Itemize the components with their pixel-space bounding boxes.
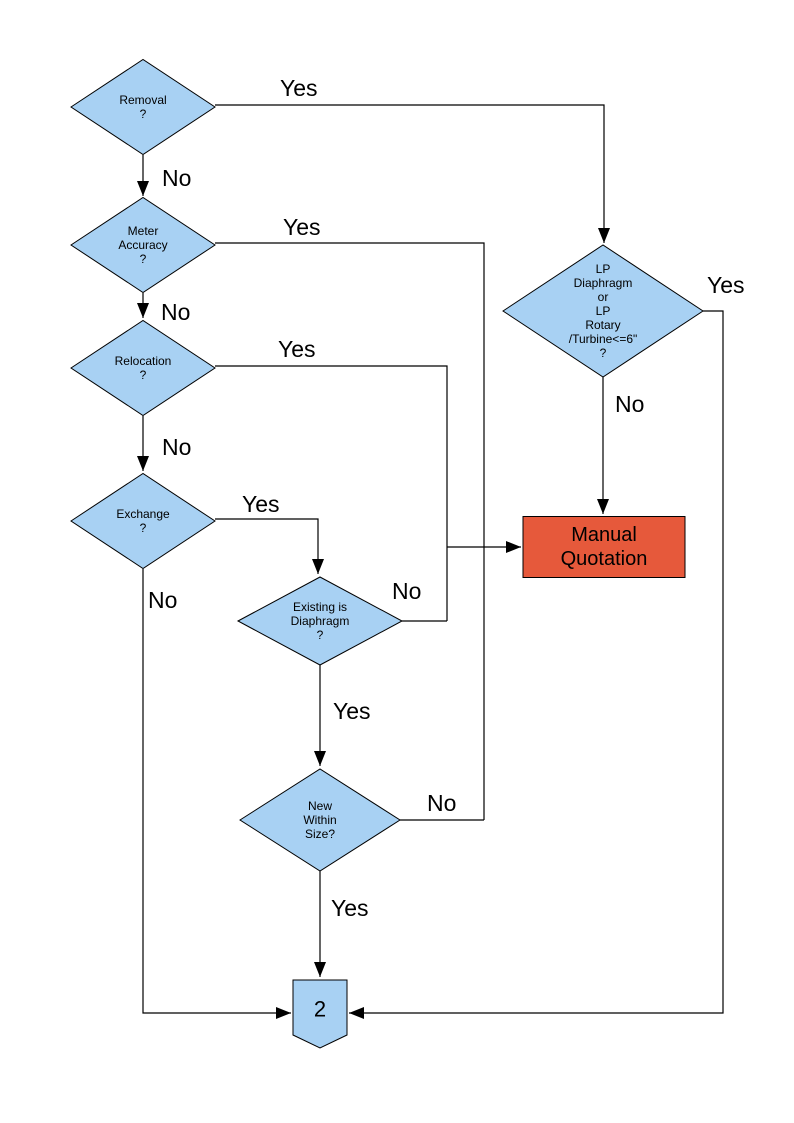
edge-label-removal-no: No <box>162 165 191 191</box>
node-exchange-shape <box>70 472 216 570</box>
edge-label-new-yes: Yes <box>331 895 369 921</box>
edge-label-lp-yes: Yes <box>707 272 745 298</box>
edge-label-removal-yes: Yes <box>280 75 318 101</box>
node-removal-label: Removal? <box>119 93 166 121</box>
edge-exchange-yes <box>215 518 324 574</box>
edge-lp-yes <box>349 310 724 1019</box>
node-removal-shape <box>70 58 216 156</box>
edge-label-exchange-no: No <box>148 587 177 613</box>
edge-relocation-yes <box>215 365 448 621</box>
edge-removal-yes <box>215 104 610 243</box>
node-existing-diaphragm-shape <box>236 576 404 666</box>
node-relocation-label: Relocation? <box>115 354 172 382</box>
node-lp-meter-shape <box>502 244 704 378</box>
edge-label-existing-yes: Yes <box>333 698 371 724</box>
node-connector-2-label: 2 <box>314 997 326 1022</box>
node-relocation-shape <box>70 319 216 417</box>
edge-meter-yes <box>215 242 485 820</box>
node-connector-2-shape <box>292 979 348 1049</box>
node-manual-quotation-shape <box>522 516 686 578</box>
edge-label-meter-yes: Yes <box>283 214 321 240</box>
edge-label-relocation-no: No <box>162 434 191 460</box>
edge-exchange-no <box>142 569 291 1019</box>
edge-label-existing-no: No <box>392 578 421 604</box>
node-new-within-size-shape <box>239 768 401 872</box>
edge-label-relocation-yes: Yes <box>278 336 316 362</box>
edge-label-lp-no: No <box>615 391 644 417</box>
edge-label-new-no: No <box>427 790 456 816</box>
node-meter-accuracy-shape <box>70 196 216 294</box>
node-exchange-label: Exchange? <box>116 507 170 535</box>
edge-label-exchange-yes: Yes <box>242 491 280 517</box>
edge-label-meter-no: No <box>161 299 190 325</box>
